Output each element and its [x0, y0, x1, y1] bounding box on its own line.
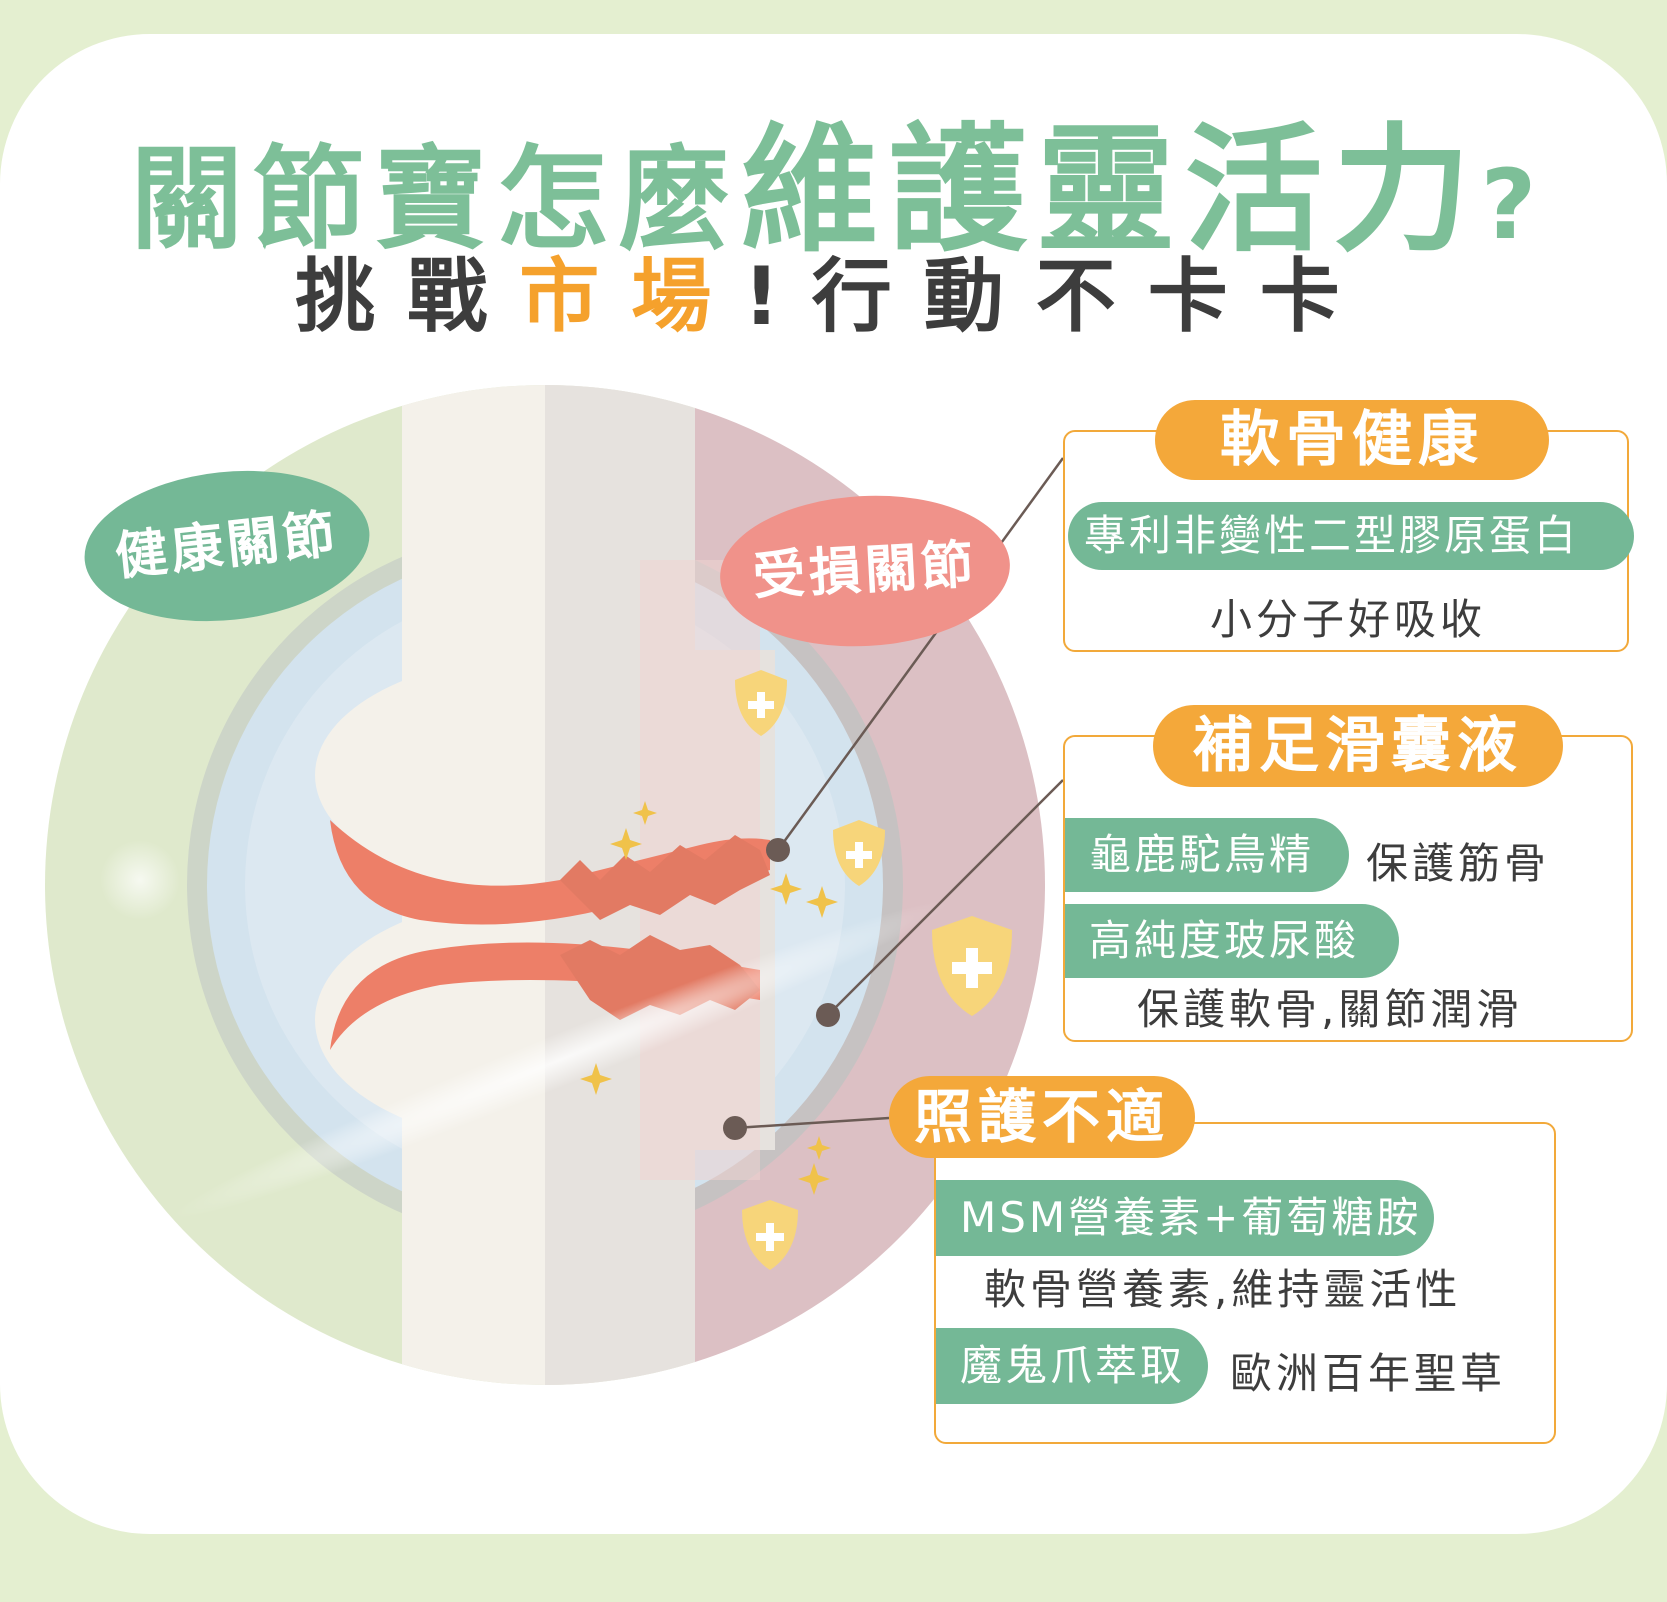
msm-glucosamine-desc: 軟骨營養素,維持靈活性 — [984, 1265, 1462, 1314]
page-subtitle: 挑戰市場!行動不卡卡 — [0, 232, 1667, 348]
turtle-deer-tag: 龜鹿駝鳥精 — [1065, 818, 1349, 892]
collagen-desc: 小分子好吸收 — [1210, 595, 1487, 644]
pointer-dot-icon — [723, 1116, 747, 1140]
cartilage-health-heading: 軟骨健康 — [1155, 400, 1549, 480]
subtitle-part1: 挑戰 — [295, 250, 520, 343]
collagen-tag: 專利非變性二型膠原蛋白 — [1068, 502, 1634, 570]
upper-cartilage — [330, 820, 770, 925]
page-title: 關節寶怎麼維護靈活力? — [0, 78, 1667, 278]
devils-claw-desc: 歐洲百年聖草 — [1230, 1349, 1507, 1398]
turtle-deer-desc: 保護筋骨 — [1366, 839, 1551, 888]
shield-plus-icon — [833, 820, 885, 886]
pointer-dot-icon — [766, 838, 790, 862]
shield-plus-icon — [932, 916, 1012, 1016]
subtitle-highlight: 市場 — [519, 250, 744, 343]
title-part2: 維護靈活力 — [740, 110, 1481, 271]
devils-claw-tag: 魔鬼爪萃取 — [936, 1328, 1208, 1404]
subtitle-part2: !行動不卡卡 — [743, 250, 1372, 343]
shield-plus-icon — [735, 670, 787, 736]
title-mark: ? — [1480, 149, 1537, 261]
sparkle-icon — [580, 801, 838, 1195]
shield-plus-icon — [742, 1200, 798, 1270]
pointer-dot-icon — [816, 1003, 840, 1027]
hyaluronic-acid-desc: 保護軟骨,關節潤滑 — [1137, 985, 1523, 1034]
hyaluronic-acid-tag: 高純度玻尿酸 — [1065, 904, 1399, 978]
discomfort-care-heading: 照護不適 — [889, 1076, 1195, 1158]
title-part1: 關節寶怎麼 — [130, 135, 741, 265]
synovial-fluid-heading: 補足滑囊液 — [1153, 705, 1563, 787]
msm-glucosamine-tag: MSM營養素+葡萄糖胺 — [936, 1180, 1434, 1256]
